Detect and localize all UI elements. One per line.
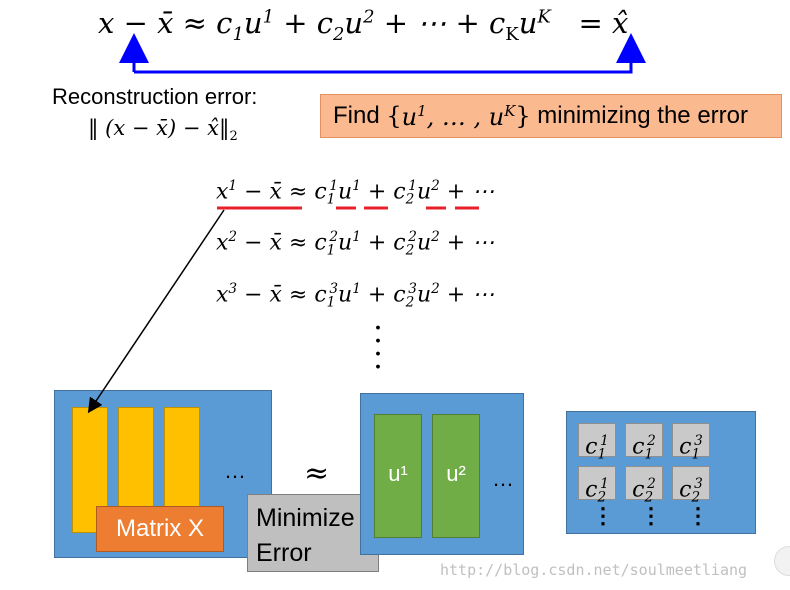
top-equation: x − x̄ ≈ c1u1 + c2u2 + ⋯ + cKuK = x̂: [98, 6, 629, 45]
red-underlines: [217, 206, 479, 210]
coefficient-cell: c23: [672, 466, 710, 506]
equation-2: x2 − x̄ ≈ c12u1 + c22u2 + ⋯: [216, 229, 495, 259]
coefficient-vdots-3: ⋮: [687, 503, 709, 528]
coefficient-cell: c11: [578, 423, 616, 463]
coefficient-vdots-2: ⋮: [640, 503, 662, 528]
coefficient-cell: c22: [625, 466, 663, 506]
left-ellipsis: …: [224, 458, 246, 483]
coefficient-cell: c13: [672, 423, 710, 463]
basis-u2-label: u²: [446, 461, 466, 486]
equation-3: x3 − x̄ ≈ c13u1 + c23u2 + ⋯: [216, 281, 495, 311]
matrix-x-label: Matrix X: [96, 506, 224, 552]
basis-u1-label: u¹: [388, 461, 408, 486]
coefficient-vdots-1: ⋮: [592, 503, 614, 528]
minimize-error-box: Minimize Error: [247, 494, 379, 572]
watermark: http://blog.csdn.net/soulmeetliang: [440, 561, 748, 579]
reconstruction-formula: ‖ (x − x̄) − x̂‖2: [88, 116, 238, 145]
minimize-line-1: Minimize: [256, 504, 355, 532]
minimize-line-2: Error: [256, 539, 312, 567]
find-box: Find {u1, … , uK} minimizing the error: [320, 94, 782, 138]
vertical-dots: ····: [373, 311, 383, 385]
middle-ellipsis: …: [492, 466, 514, 491]
basis-u2: u²: [432, 414, 480, 538]
coefficient-cell: c12: [625, 423, 663, 463]
approx-symbol: ≈: [304, 456, 330, 491]
coefficient-cell: c21: [578, 466, 616, 506]
basis-u1: u¹: [374, 414, 422, 538]
connector-arrow: [119, 33, 646, 74]
equation-1: x1 − x̄ ≈ c11u1 + c21u2 + ⋯: [216, 178, 495, 208]
reconstruction-label: Reconstruction error:: [52, 84, 258, 109]
